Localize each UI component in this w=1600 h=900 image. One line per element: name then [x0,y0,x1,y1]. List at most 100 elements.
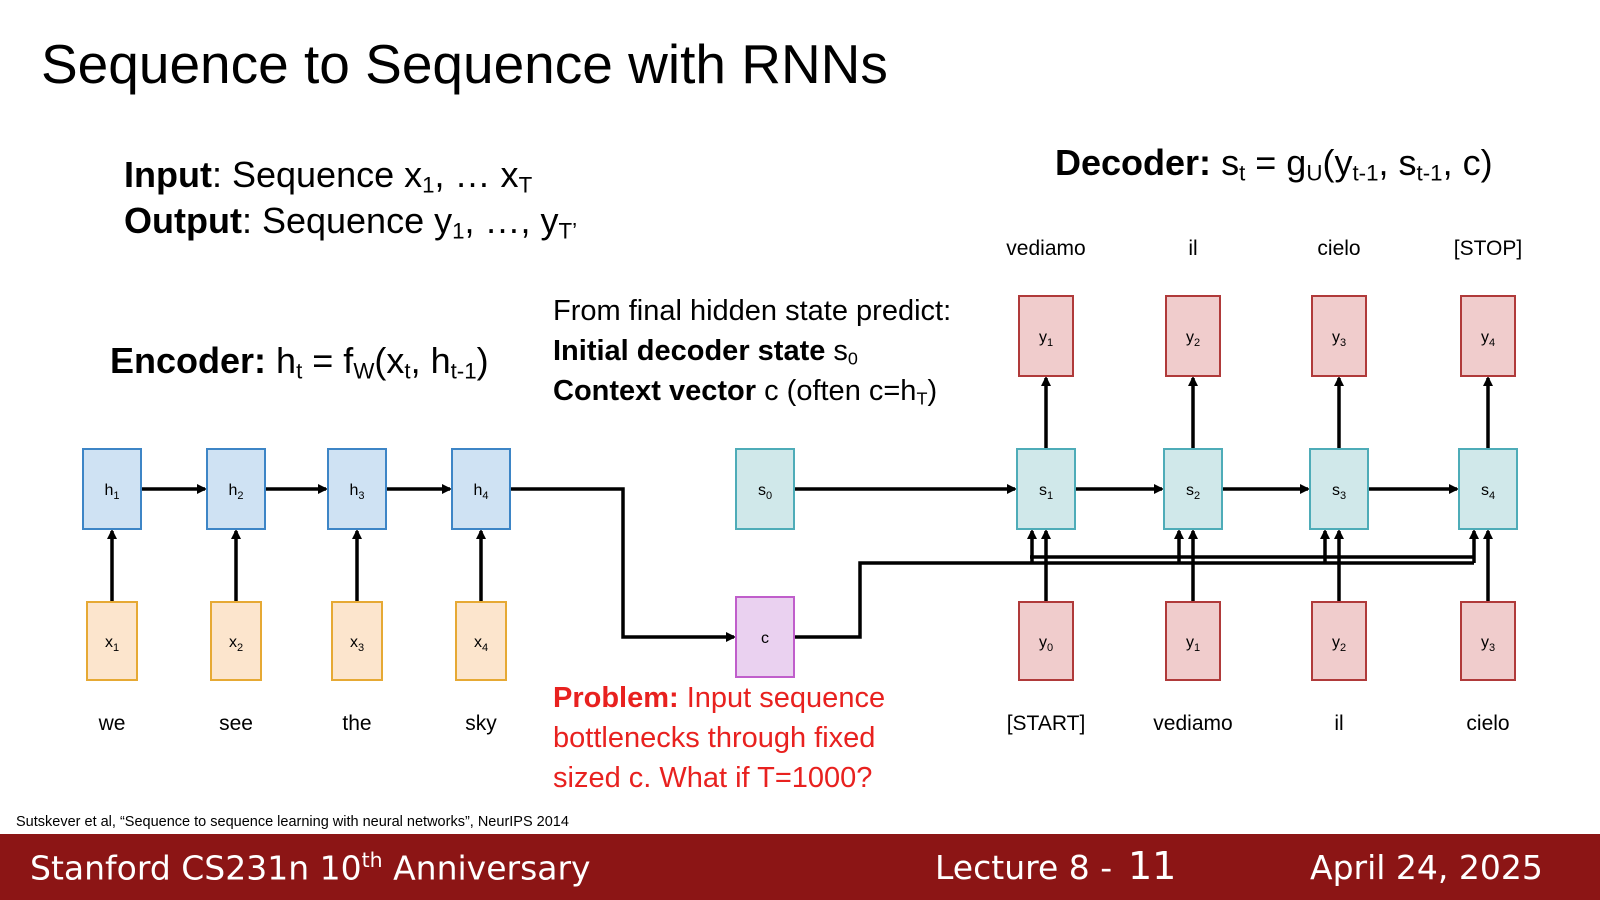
input-sub1: 1 [422,172,435,198]
input-label: Input [124,154,212,195]
decoder-output-word-2: il [1188,237,1198,260]
enc-h: h [276,340,297,381]
s-node-4: s4 [1458,448,1518,530]
problem-text: Problem: Input sequence bottlenecks thro… [553,678,885,798]
s-node-3-label: s3 [1332,482,1346,502]
enc-args2: , h [410,340,451,381]
c-bus-line [794,561,1474,639]
enc-tm1: t-1 [450,358,477,384]
encoder-word-2: see [219,712,253,735]
y-in-node-1: y0 [1018,601,1074,681]
h-node-3: h3 [327,448,387,530]
final-line3-rest: c (often c=h [756,375,917,407]
y-out-node-4: y4 [1460,295,1516,377]
y-in-node-2-label: y1 [1186,634,1200,654]
y-out-node-2: y2 [1165,295,1221,377]
enc-mid: = f [302,340,354,381]
s-node-2: s2 [1163,448,1223,530]
y-in-node-3-label: y2 [1332,634,1346,654]
enc-t2: t [404,358,411,384]
s-node-3: s3 [1309,448,1369,530]
output-text: : Sequence y [241,200,453,241]
s-node-4-label: s4 [1481,482,1495,502]
x-node-2: x2 [210,601,262,681]
output-subT: T’ [558,218,578,244]
final-line3-close: ) [927,375,938,407]
final-line2-rest: s [825,335,848,367]
encoder-word-1: we [98,712,126,735]
y-out-node-1: y1 [1018,295,1074,377]
lecture-label: Lecture 8 - [935,848,1113,887]
y-out-node-2-label: y2 [1186,329,1200,349]
x-node-3-label: x3 [350,634,364,654]
x-node-1-label: x1 [105,634,119,654]
x-node-3: x3 [331,601,383,681]
final-state-line1: From final hidden state predict: [553,295,952,327]
final-line3-sub: T [916,388,928,409]
slide-title: Sequence to Sequence with RNNs [41,33,888,95]
dec-tm1a: t-1 [1352,160,1379,186]
decoder-output-word-4: [STOP] [1453,237,1523,260]
input-subT: T [518,172,533,198]
input-mid: , … x [434,154,519,195]
lecture-date: April 24, 2025 [1310,848,1543,887]
encoder-word-3: the [342,712,372,735]
x-node-4: x4 [455,601,507,681]
final-state-line3: Context vector c (often c=hT) [553,375,937,409]
x-node-2-label: x2 [229,634,243,654]
context-vector-label: Context vector [553,375,757,407]
y-in-node-4: y3 [1460,601,1516,681]
s-node-1: s1 [1016,448,1076,530]
initial-decoder-state-label: Initial decoder state [553,335,826,367]
y-out-node-3-label: y3 [1332,329,1346,349]
dec-t: t [1239,160,1246,186]
course-title: Stanford CS231n 10th Anniversary [30,848,591,887]
input-description: Input: Sequence x1, … xT [124,154,532,199]
enc-t: t [296,358,303,384]
enc-args1: (x [374,340,405,381]
encoder-word-4: sky [465,712,497,735]
problem-label: Problem: [553,682,679,714]
decoder-input-word-3: il [1334,712,1344,735]
h-node-2: h2 [206,448,266,530]
decoder-input-word-4: cielo [1466,712,1510,735]
s0-node-label: s0 [758,482,772,502]
output-description: Output: Sequence y1, …, yT’ [124,200,577,245]
h-node-2-label: h2 [228,482,243,502]
y-in-node-3: y2 [1311,601,1367,681]
y-out-node-3: y3 [1311,295,1367,377]
seq2seq-diagram: x1 x2 x3 x4 h1 h2 h3 h4 s0 c s1 s2 s3 s4 y1 y2 y3 y4 y0 y1 y… [82,295,1518,681]
c-node-label: c [761,630,769,647]
problem-line2: bottlenecks through fixed [553,722,876,754]
decoder-input-word-1: [START] [1006,712,1086,735]
s-node-2-label: s2 [1186,482,1200,502]
y-out-node-4-label: y4 [1481,329,1495,349]
encoder-label: Encoder: [110,340,267,381]
citation: Sutskever et al, “Sequence to sequence l… [16,814,569,830]
problem-line1: Input sequence [678,682,886,714]
s0-node: s0 [735,448,795,530]
decoder-equation: Decoder: st = gU(yt-1, st-1, c) [1055,142,1493,187]
encoder-equation: Encoder: ht = fW(xt, ht-1) [110,340,489,385]
course-name: Stanford CS231n 10 [30,848,362,888]
course-rest: Anniversary [382,848,591,888]
dec-args2: , s [1378,142,1417,183]
output-mid: , …, y [464,200,559,241]
enc-close: ) [476,340,489,381]
course-sup: th [361,848,383,872]
final-line2-sub: 0 [847,348,858,369]
h-node-1: h1 [82,448,142,530]
footer-bar: Stanford CS231n 10th Anniversary Lecture… [0,834,1600,900]
dec-tm1b: t-1 [1416,160,1443,186]
enc-W: W [353,358,375,384]
dec-mid: = g [1245,142,1307,183]
h-node-3-label: h3 [349,482,364,502]
page-number: 11 [1128,844,1177,888]
output-label: Output [124,200,242,241]
dec-s: s [1221,142,1240,183]
s-node-1-label: s1 [1039,482,1053,502]
y-in-node-2: y1 [1165,601,1221,681]
decoder-input-word-2: vediamo [1153,712,1233,735]
h-node-1-label: h1 [104,482,119,502]
h-node-4-label: h4 [473,482,488,502]
